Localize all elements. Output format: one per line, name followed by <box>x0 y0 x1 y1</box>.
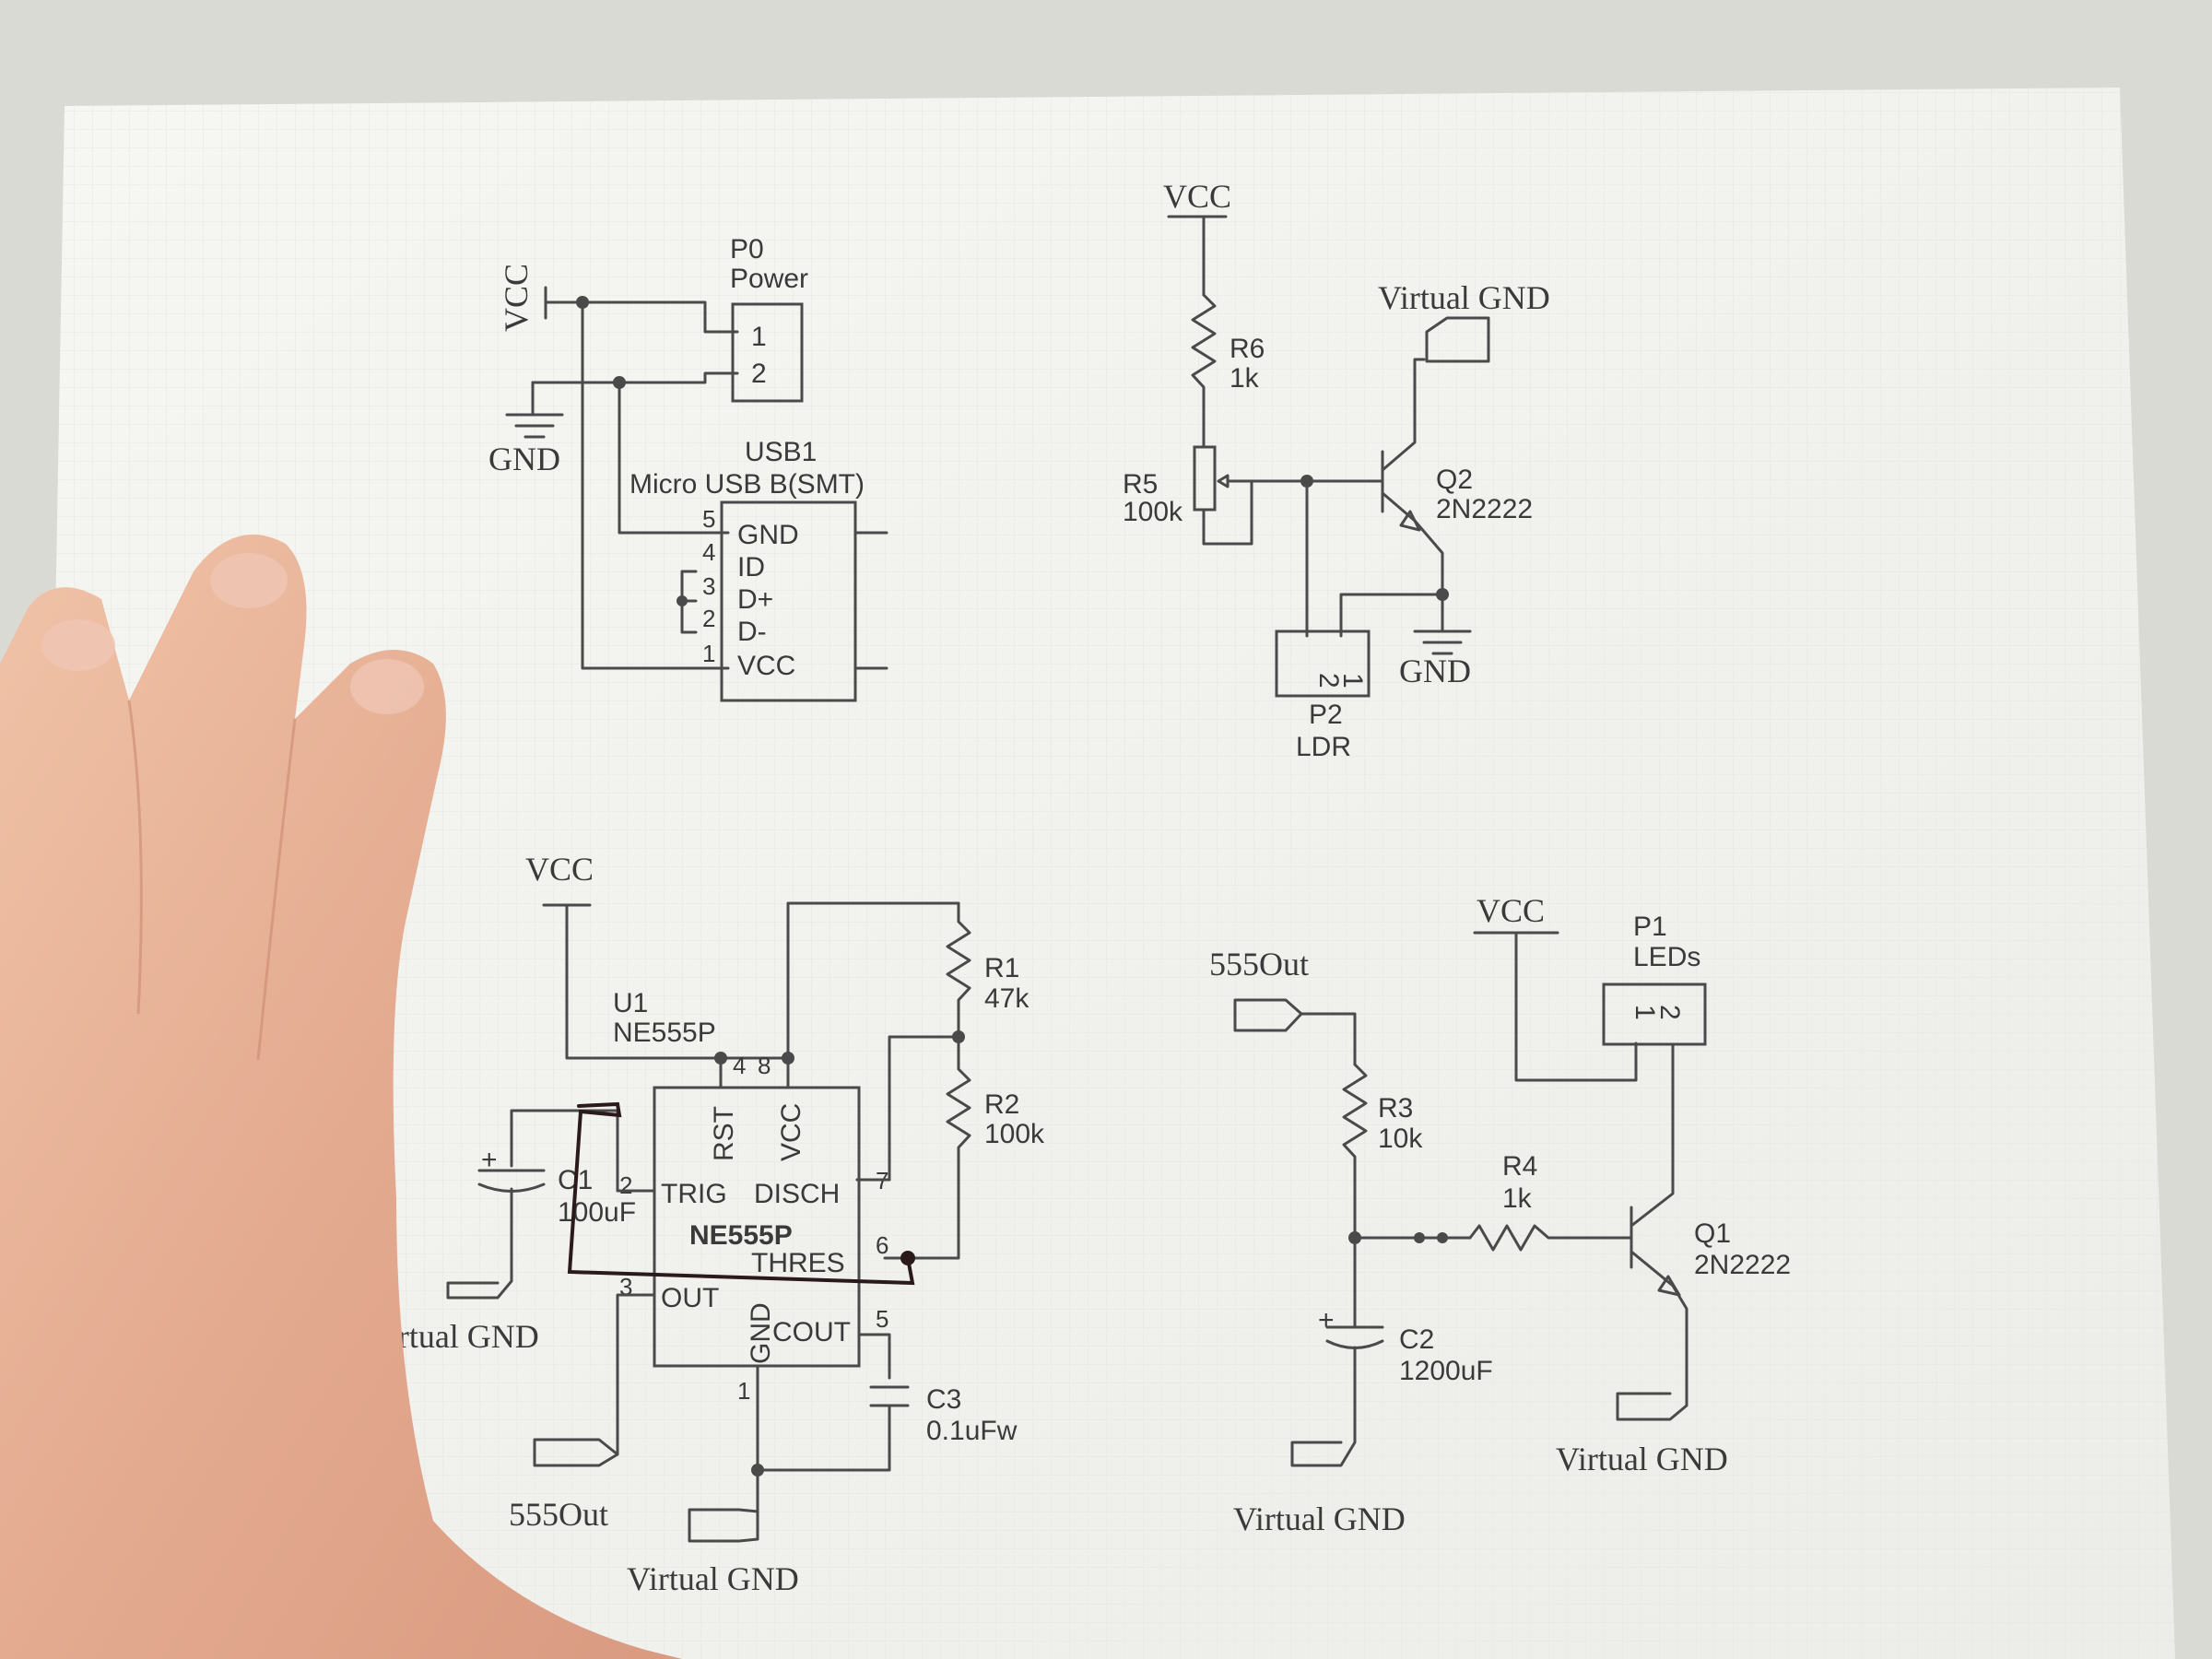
u1-pin-vcc: VCC <box>776 1103 806 1161</box>
p1-pin2: 2 <box>1654 1005 1685 1020</box>
p1-ref: P1 <box>1633 912 1667 942</box>
timer-vcc-label: VCC <box>525 851 594 888</box>
u1-ref: U1 <box>613 988 648 1018</box>
usb-pin-num-4: 4 <box>702 538 715 566</box>
ldr-gnd-label: GND <box>1399 653 1471 689</box>
p1-connector <box>1602 982 1707 1046</box>
usb-name: Micro USB B(SMT) <box>629 469 865 500</box>
timer-bottom-vgnd-flag <box>688 1508 759 1543</box>
r4-resistor <box>1468 1224 1633 1252</box>
r6-ref: R6 <box>1230 334 1265 364</box>
led-virtual-gnd-right: Virtual GND <box>1556 1441 1728 1477</box>
p2-pin2: 2 <box>1313 673 1344 688</box>
timer-555out-label: 555Out <box>509 1496 608 1533</box>
hand-drawn-marker-line <box>567 1101 915 1286</box>
r4-ref: R4 <box>1502 1151 1537 1182</box>
p1-pin1: 1 <box>1630 1005 1660 1020</box>
power-gnd-label: GND <box>488 441 560 477</box>
u1-pin-num-5: 5 <box>876 1305 888 1333</box>
r5-val: 100k <box>1123 497 1183 527</box>
r5-ref: R5 <box>1123 469 1158 500</box>
p0-name: Power <box>730 264 808 294</box>
ldr-vcc-label: VCC <box>1163 178 1231 215</box>
r6-val: 1k <box>1230 363 1260 394</box>
p2-connector <box>1275 629 1371 698</box>
led-vcc-label: VCC <box>1477 892 1545 929</box>
fingernail-2 <box>210 553 288 608</box>
fingernail-1 <box>41 619 115 671</box>
usb-pin-gnd: GND <box>737 520 799 550</box>
u1-chip-name: NE555P <box>689 1220 793 1251</box>
p0-pin1: 1 <box>751 322 767 352</box>
u1-pin-gnd: GND <box>746 1302 776 1364</box>
timer-block: VCC R1 47k R2 100k U1 NE555P 4 8 RST VCC… <box>367 851 1045 1597</box>
u1-val: NE555P <box>613 1018 716 1048</box>
c2-plus: + <box>1318 1305 1335 1335</box>
led-block: 555Out R3 10k R4 1k + C2 1200uF Virtual … <box>1209 892 1791 1537</box>
usb-pin-vcc: VCC <box>737 651 795 681</box>
r1-val: 47k <box>984 983 1030 1014</box>
r1-ref: R1 <box>984 953 1019 983</box>
p2-pin1: 1 <box>1337 673 1368 688</box>
power-block: VCC GND P0 Power 1 2 USB1 Micro USB B(SM… <box>488 234 888 702</box>
u1-pin-num-1: 1 <box>737 1377 750 1405</box>
hand-shape <box>0 535 682 1659</box>
usb-pin-dminus: D- <box>737 617 767 647</box>
q2-ref: Q2 <box>1436 465 1473 495</box>
r2-val: 100k <box>984 1119 1045 1149</box>
u1-pin-trig: TRIG <box>661 1179 727 1209</box>
q1-virtual-gnd-flag <box>1616 1390 1688 1421</box>
u1-pin-cout: COUT <box>772 1317 851 1347</box>
usb-pin-dplus: D+ <box>737 584 773 615</box>
r3-val: 10k <box>1378 1124 1423 1154</box>
u1-pin-num-6: 6 <box>876 1231 888 1259</box>
ldr-virtual-gnd-label: Virtual GND <box>1378 279 1550 316</box>
power-vcc-label: VCC <box>498 264 535 332</box>
c1-val: 100uF <box>558 1197 636 1228</box>
q1-val: 2N2222 <box>1694 1250 1791 1280</box>
u1-pin-thres: THRES <box>751 1248 845 1278</box>
usb-pin-num-5: 5 <box>702 505 715 533</box>
r2-ref: R2 <box>984 1089 1019 1120</box>
hand <box>0 535 682 1659</box>
timer-virtual-gnd-bottom: Virtual GND <box>627 1560 799 1597</box>
c2-val: 1200uF <box>1399 1356 1493 1386</box>
led-virtual-gnd-left: Virtual GND <box>1233 1500 1406 1537</box>
usb-pin-num-3: 3 <box>702 572 715 600</box>
p1-name: LEDs <box>1633 942 1700 972</box>
c3-ref: C3 <box>926 1384 961 1415</box>
usb-pin-num-2: 2 <box>702 605 715 632</box>
usb-ref: USB1 <box>745 437 817 467</box>
r1-resistor <box>946 901 971 1039</box>
p0-pin2: 2 <box>751 359 767 389</box>
r3-ref: R3 <box>1378 1093 1413 1124</box>
c2-ref: C2 <box>1399 1324 1434 1355</box>
u1-pin-disch: DISCH <box>754 1179 840 1209</box>
u1-pin-out: OUT <box>661 1283 719 1313</box>
q1-ref: Q1 <box>1694 1218 1731 1249</box>
usb-connector <box>720 500 857 702</box>
c3-val: 0.1uFw <box>926 1416 1018 1446</box>
q2-val: 2N2222 <box>1436 494 1533 524</box>
ldr-block: VCC R6 1k R5 100k Virtual GND Q2 2N2222 … <box>1123 178 1550 762</box>
usb-pin-num-1: 1 <box>702 640 715 667</box>
u1-pin-num-8: 8 <box>758 1052 771 1079</box>
led-555out-flag <box>1233 998 1303 1032</box>
u1-pin-num-2: 2 <box>619 1171 632 1199</box>
q2-virtual-gnd-flag <box>1425 316 1490 363</box>
c1-plus: + <box>481 1145 498 1175</box>
p2-ref: P2 <box>1309 700 1343 730</box>
p0-ref: P0 <box>730 234 764 265</box>
p2-name: LDR <box>1296 732 1351 762</box>
fingernail-3 <box>350 659 424 714</box>
led-555out-label: 555Out <box>1209 946 1309 982</box>
u1-pin-num-4: 4 <box>733 1052 746 1079</box>
r4-val: 1k <box>1502 1183 1533 1214</box>
r6-resistor <box>1191 293 1217 449</box>
u1-pin-rst: RST <box>709 1106 739 1161</box>
usb-pin-id: ID <box>737 552 765 582</box>
p0-connector <box>731 302 804 403</box>
r3-resistor <box>1342 1063 1368 1329</box>
